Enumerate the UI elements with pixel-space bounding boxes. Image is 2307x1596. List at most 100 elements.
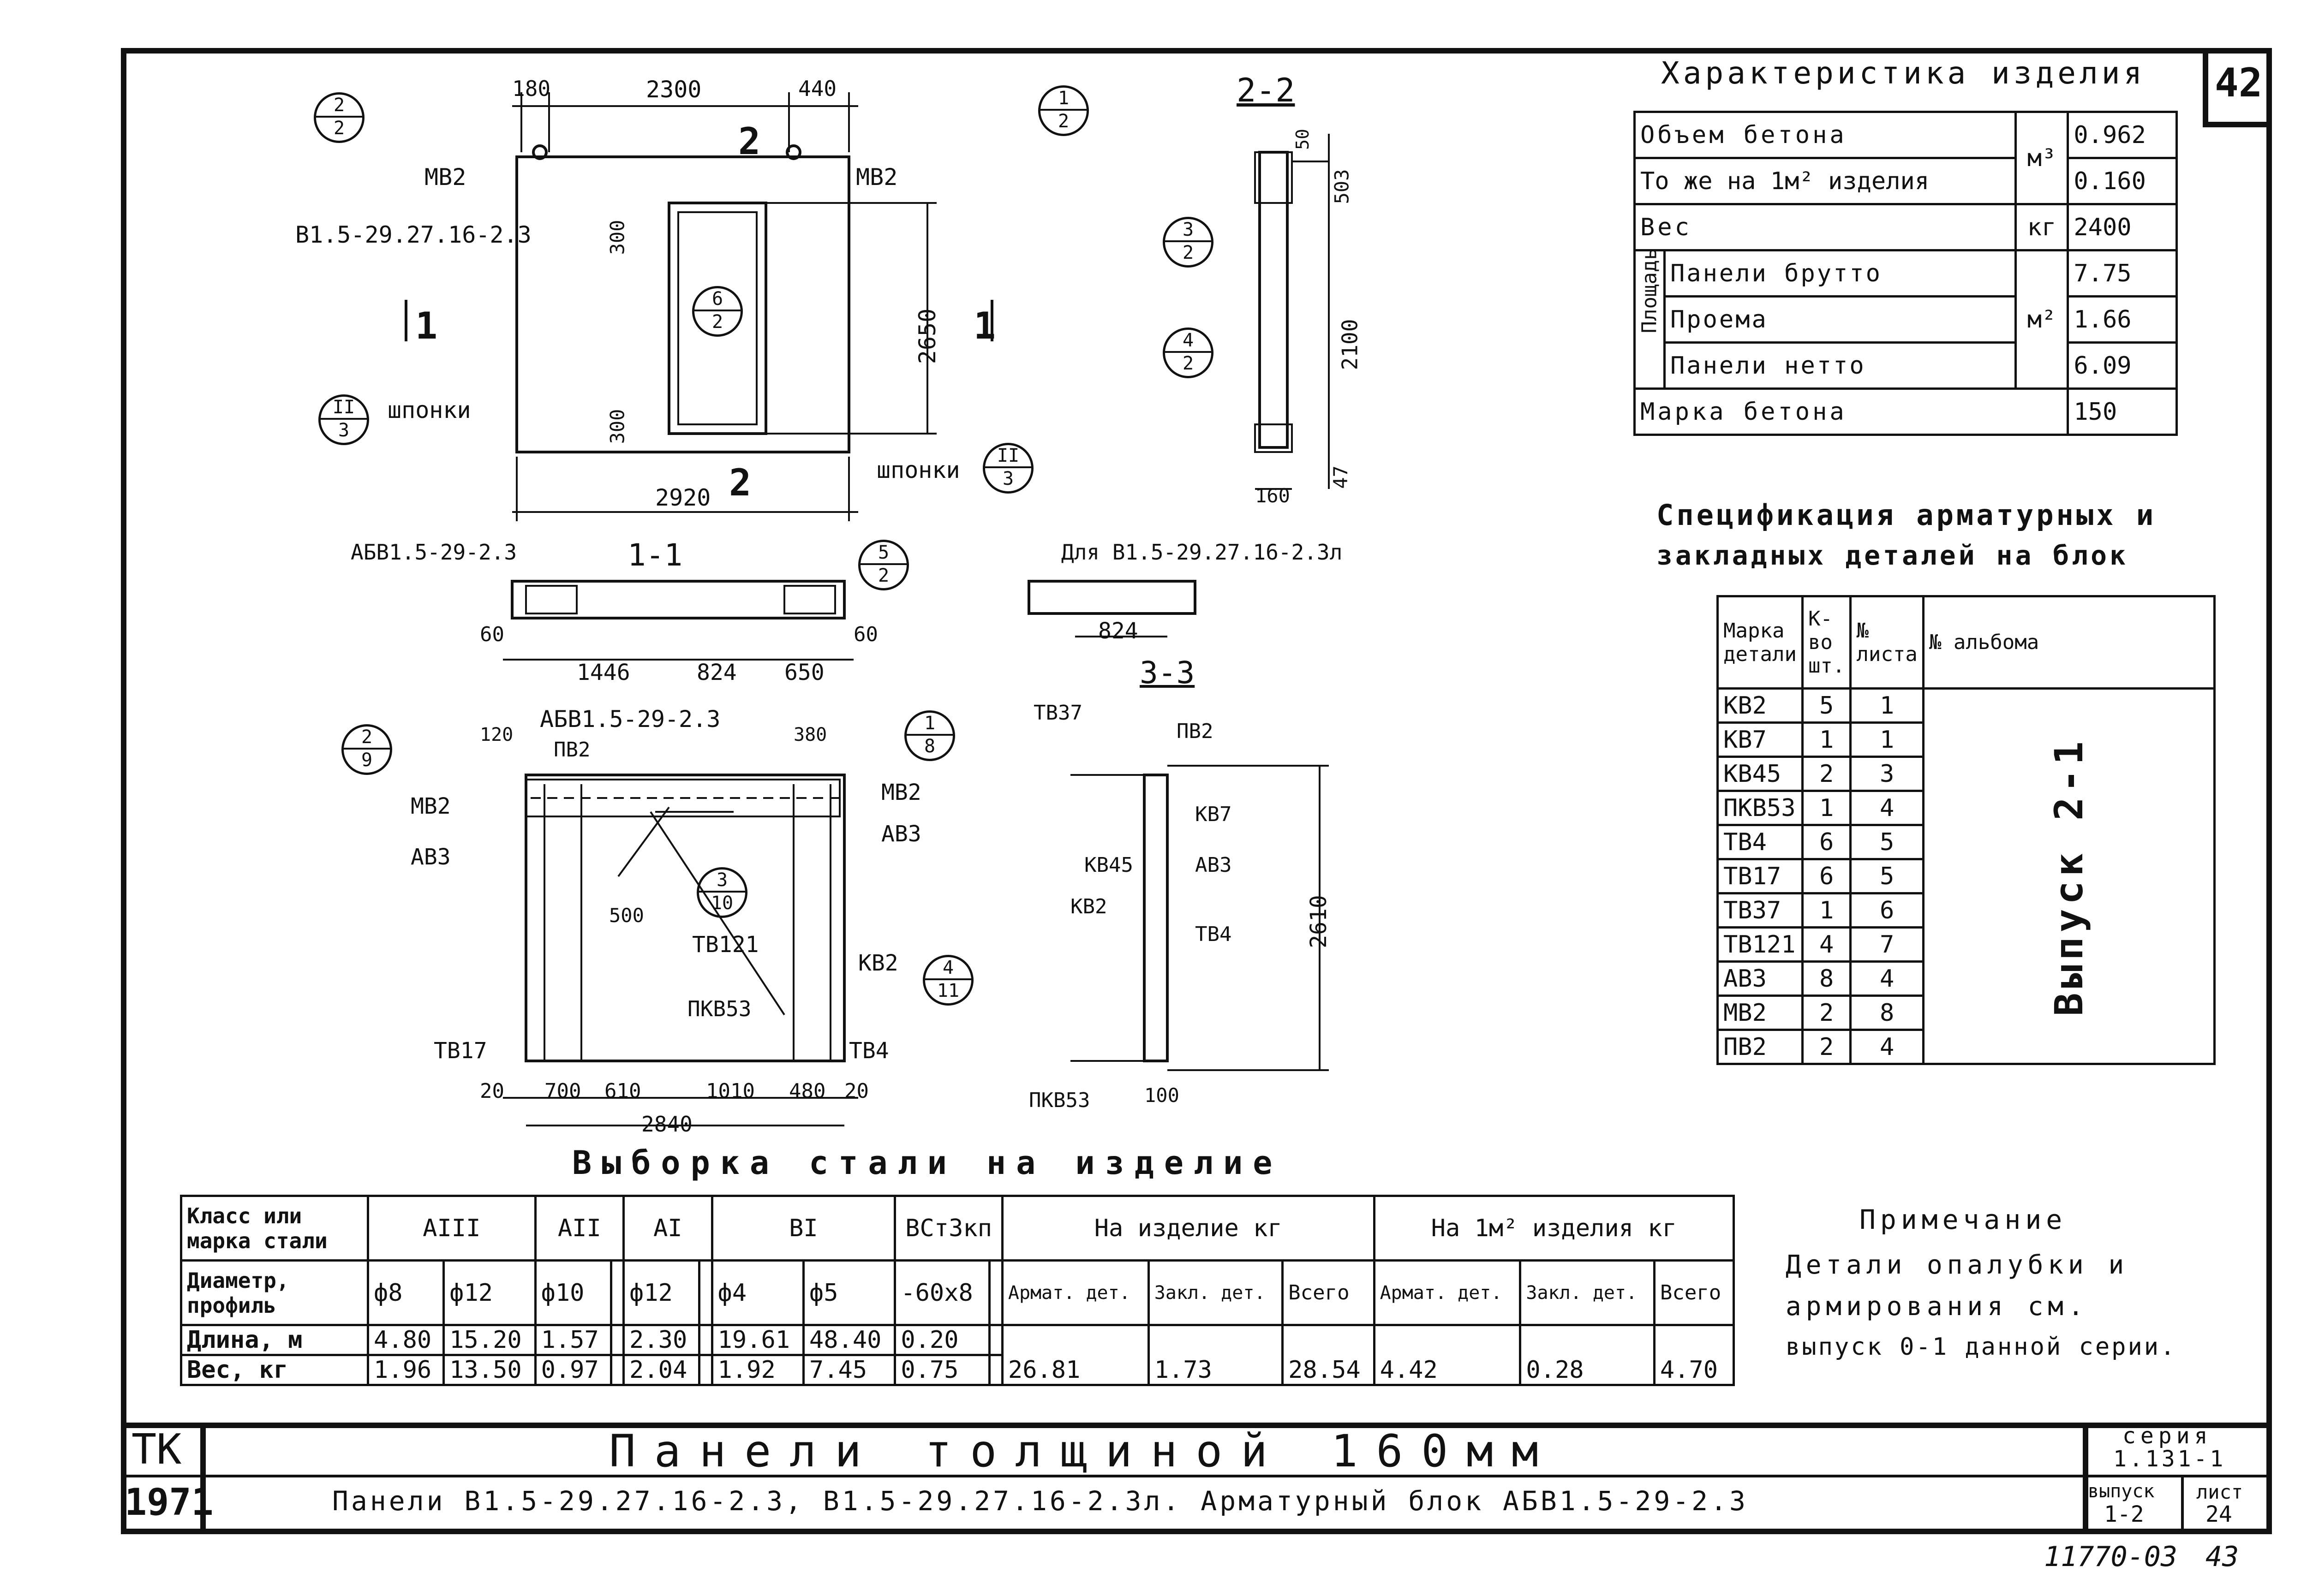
cell: АII [534,1195,625,1262]
dim-top-2300: 2300 [646,76,702,103]
block-label-pv2: ПВ2 [554,738,591,762]
album-cell: Выпуск 2-1 [1922,687,2216,1065]
cut-mark-right: 1 [974,304,996,347]
panel-elevation [405,92,993,521]
cell: 1 [1801,790,1852,826]
cell: Марка детали [1716,595,1804,690]
note-line-2: армирования см. [1786,1292,2088,1322]
s22-dim-160: 160 [1255,484,1290,507]
cell: 5 [1849,858,1924,894]
cell: 26.81 [1001,1324,1150,1386]
issue-label: выпуск [2088,1481,2155,1502]
cell: 4.42 [1373,1324,1522,1386]
dim-right-2650: 2650 [914,308,941,364]
section-1-1 [503,580,854,661]
side-dim-100: 100 [1144,1084,1179,1107]
series-number: 1.131-1 [2113,1446,2226,1472]
side-dim-2610: 2610 [1305,895,1332,948]
cell: КВ7 [1716,721,1804,758]
cell: 7.45 [802,1354,897,1386]
cell: 1.73 [1147,1324,1284,1386]
cell [698,1354,713,1386]
cell: 4 [1849,1029,1924,1065]
cut-mark-bottom: 2 [729,461,752,504]
cell: 0.28 [1519,1324,1656,1386]
note-line-3: выпуск 0-1 данной серии. [1786,1333,2177,1361]
cell: АIII [367,1195,537,1262]
cell [698,1324,713,1356]
cell: ф10 [534,1259,612,1326]
cell: Армат. дет. [1373,1259,1522,1326]
block-dim-20-left: 20 [480,1079,504,1103]
note-title: Примечание [1859,1204,2067,1235]
cell: 1.57 [534,1324,612,1356]
block-dim-610: 610 [604,1079,641,1103]
block-dim-380: 380 [794,724,827,745]
cell: 1 [1849,721,1924,758]
cell: То же на 1м² изделия [1633,157,2017,205]
s11-dim-60-left: 60 [480,623,504,646]
block-label-kv2: КВ2 [858,950,898,976]
steel-table: Класс или марка стали АIII АII АI ВI ВСт… [180,1195,1735,1386]
cell [988,1259,1004,1326]
side-label-kv2: КВ2 [1070,895,1107,918]
cell: 2.04 [622,1354,701,1386]
side-label-tv4: ТВ4 [1195,923,1232,946]
cell: 6 [1801,824,1852,860]
block-label-av3-right: АВ3 [881,821,921,847]
cell: 1.96 [366,1354,445,1386]
cell: 150 [2067,387,2178,436]
drawing-subtitle: Панели В1.5-29.27.16-2.3, В1.5-29.27.16-… [332,1485,1748,1517]
cell: 6 [1801,858,1852,894]
cell: ф12 [442,1259,537,1326]
reinforcement-block [503,774,858,1126]
block-dim-1010: 1010 [706,1079,755,1103]
characteristic-table: Объем бетона м³ 0.962 То же на 1м² издел… [1633,111,2178,436]
cell: ТВ121 [1716,926,1804,963]
cell: ф5 [802,1259,897,1326]
cell: К-во шт. [1801,595,1852,690]
dim-top-180: 180 [512,76,551,101]
cell: 1.66 [2067,295,2178,344]
side-label-av3: АВ3 [1195,853,1232,877]
cell [610,1324,625,1356]
cell: 1 [1801,892,1852,929]
dim-opening-300-bottom: 300 [606,409,629,444]
cell: 15.20 [442,1324,537,1356]
cell: ф8 [366,1259,445,1326]
side-label-pkv53: ПКВ53 [1029,1089,1090,1112]
cell: Проема [1663,295,2017,344]
block-label-pkv53: ПКВ53 [687,996,752,1021]
s22-dim-2100: 2100 [1337,319,1363,370]
section-3-3 [1028,580,1196,637]
steel-title: Выборка стали на изделие [572,1144,1283,1182]
s33-dim-824: 824 [1098,618,1138,644]
note-line-1: Детали опалубки и [1786,1250,2129,1280]
cell: МВ2 [1716,995,1804,1031]
cell: 7 [1849,926,1924,963]
section-1-1-title: 1-1 [628,537,683,573]
cell: ф12 [622,1259,701,1326]
cell: КВ2 [1716,687,1804,724]
cell: 5 [1801,687,1852,724]
series-label: серия [2122,1423,2212,1449]
cell: 4.70 [1653,1324,1735,1386]
issue-number: 1-2 [2104,1501,2144,1527]
side-label-kv7: КВ7 [1195,803,1232,826]
sheet-label: лист [2196,1481,2243,1503]
cell [988,1324,1004,1356]
cell: м² [2014,249,2069,390]
cell: ТВ4 [1716,824,1804,860]
section-3-3-title: 3-3 [1140,655,1195,691]
cell: АВ3 [1716,960,1804,997]
cell: ПКВ53 [1716,790,1804,826]
